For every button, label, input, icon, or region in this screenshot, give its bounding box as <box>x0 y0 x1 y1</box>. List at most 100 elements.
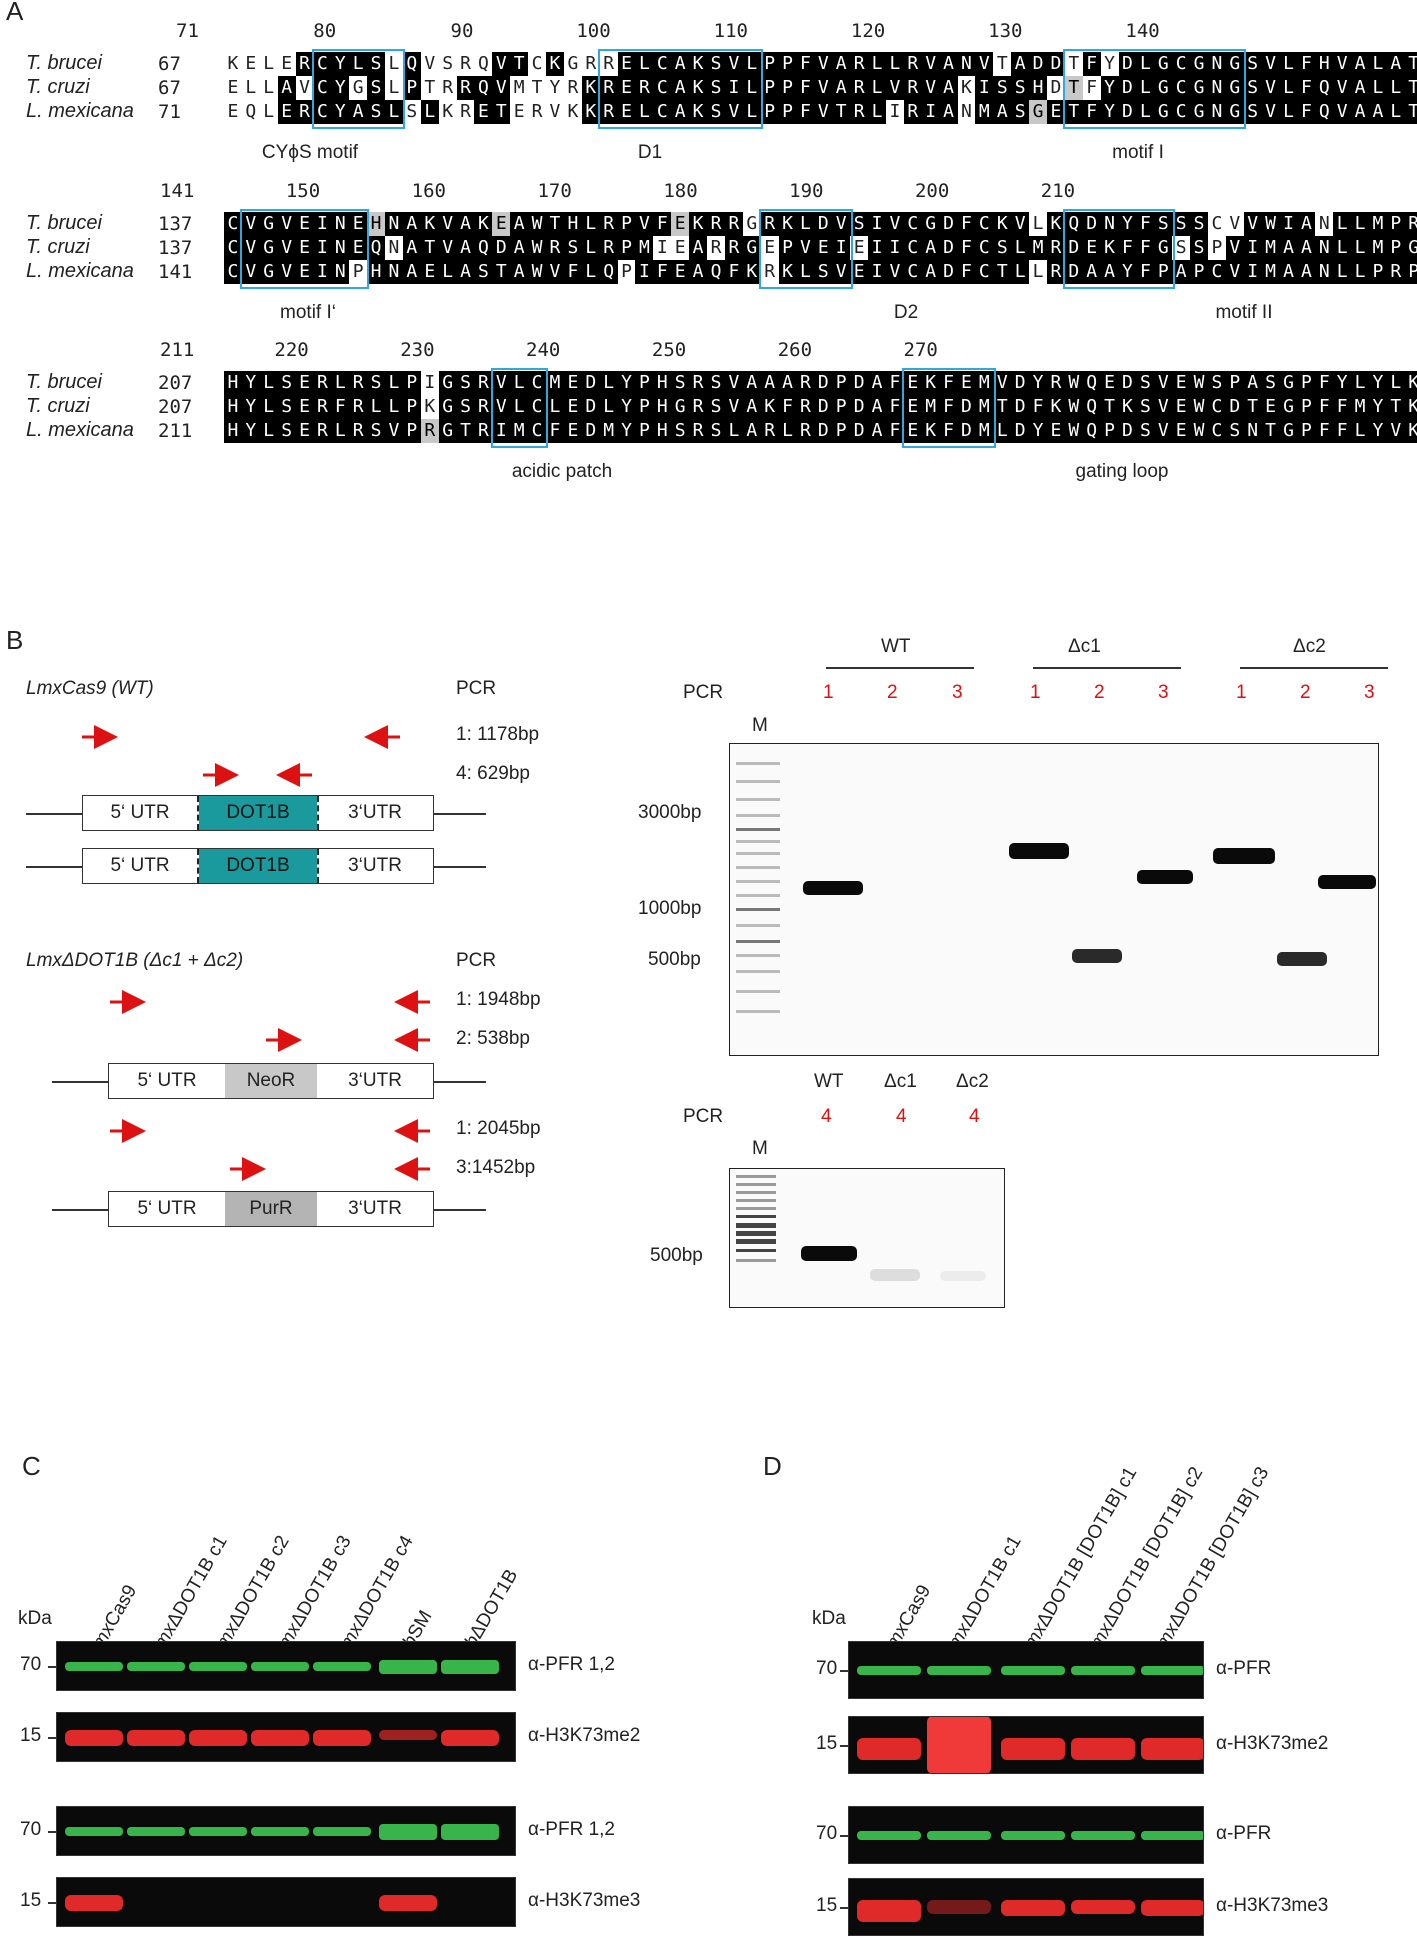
ladder-band <box>736 940 780 943</box>
histone-band <box>1001 1738 1065 1760</box>
purr-box: PurR <box>225 1192 317 1226</box>
ladder-band <box>736 954 780 957</box>
gel1-size-1000: 1000bp <box>638 898 702 919</box>
mw-marker: 15 <box>816 1895 838 1916</box>
antibody-label: α-PFR <box>1216 1823 1272 1844</box>
pfr-band <box>189 1662 247 1671</box>
motif-box <box>597 49 763 129</box>
histone-band <box>379 1895 437 1911</box>
mw-marker: 70 <box>20 1819 42 1840</box>
alignment-ruler: 141 150 160 170 180 190 200 210 <box>160 180 1076 202</box>
wt-title: LmxCas9 (WT) <box>26 678 154 699</box>
histone-band <box>65 1895 123 1911</box>
pur-allele: 5‘ UTR PurR 3‘UTR <box>108 1191 434 1227</box>
ladder-band <box>736 1183 776 1186</box>
pfr-band <box>857 1831 921 1840</box>
gel1-lane-number: 1 <box>823 682 834 703</box>
species-label: T. brucei <box>26 52 102 74</box>
ladder-band <box>736 990 780 993</box>
gel2-lane-dc2: 4 <box>969 1106 980 1127</box>
gel-band <box>1213 848 1275 864</box>
start-position: 141 <box>158 261 193 283</box>
motif-label: gating loop <box>1075 461 1169 482</box>
gel1-group-dc1: Δc1 <box>1068 636 1101 657</box>
utr5-box: 5‘ UTR <box>137 1070 197 1091</box>
ladder-band <box>736 894 780 897</box>
mw-tick <box>48 1831 56 1833</box>
histone-band <box>857 1738 921 1760</box>
antibody-label: α-H3K73me3 <box>528 1890 641 1911</box>
mw-marker: 15 <box>816 1733 838 1754</box>
histone-band <box>65 1730 123 1746</box>
pfr-band <box>189 1827 247 1836</box>
motif-box <box>239 209 370 289</box>
ladder-band <box>736 1215 776 1218</box>
histone-band <box>927 1900 991 1914</box>
ladder-band <box>736 1175 776 1178</box>
pfr-band <box>1141 1831 1203 1840</box>
species-label: L. mexicana <box>26 260 134 282</box>
motif-box <box>1063 49 1247 129</box>
blot-strip <box>56 1641 516 1691</box>
blot-strip <box>56 1806 516 1856</box>
gel1-group-dc2: Δc2 <box>1293 636 1326 657</box>
pfr-band <box>251 1827 309 1836</box>
neo-primer-arrows <box>110 990 430 1052</box>
histone-band <box>313 1730 371 1746</box>
gel-band <box>1072 949 1122 963</box>
pur-product-1: 1: 2045bp <box>456 1118 541 1139</box>
ladder-band <box>736 1223 776 1228</box>
gel1-lane-number: 2 <box>1094 682 1105 703</box>
ladder-band <box>736 852 780 855</box>
ladder-band <box>736 924 780 927</box>
pfr-band <box>1071 1666 1135 1675</box>
pfr-band <box>65 1662 123 1671</box>
antibody-label: α-PFR 1,2 <box>528 1819 616 1840</box>
motif-box <box>1063 209 1175 289</box>
pfr-band <box>1141 1666 1203 1675</box>
mw-tick <box>840 1907 848 1909</box>
pfr-band <box>127 1827 185 1836</box>
gel1-lane-number: 2 <box>1300 682 1311 703</box>
ladder-band <box>736 908 780 911</box>
histone-band <box>1071 1738 1135 1760</box>
gel1-lane-number: 2 <box>887 682 898 703</box>
utr5-box: 5‘ UTR <box>83 796 199 830</box>
utr5-box: 5‘ UTR <box>83 849 199 883</box>
motif-label: acidic patch <box>511 461 613 482</box>
ladder-band <box>736 762 780 765</box>
motif-box <box>902 368 996 448</box>
start-position: 137 <box>158 237 193 259</box>
ladder-band <box>736 1259 776 1262</box>
species-label: T. brucei <box>26 212 102 234</box>
pur-primer-arrows <box>110 1119 430 1181</box>
species-label: L. mexicana <box>26 419 134 441</box>
lane-label: LmxΔDOT1B [DOT1B] c2 <box>1081 1463 1208 1662</box>
pfr-band <box>1001 1831 1065 1840</box>
alignment-ruler: 211 220 230 240 250 260 270 <box>160 339 938 361</box>
motif-box <box>490 368 549 448</box>
pfr-band <box>441 1660 499 1674</box>
pfr-band <box>251 1662 309 1671</box>
species-label: L. mexicana <box>26 100 134 122</box>
pfr-band <box>927 1666 991 1675</box>
mw-tick <box>840 1670 848 1672</box>
species-label: T. cruzi <box>26 395 90 417</box>
gel2-size-500: 500bp <box>650 1245 703 1266</box>
start-position: 211 <box>158 420 193 442</box>
pfr-band <box>1071 1831 1135 1840</box>
pfr-band <box>313 1827 371 1836</box>
antibody-label: α-H3K73me2 <box>1216 1733 1329 1754</box>
neo-product-1: 1: 1948bp <box>456 989 541 1010</box>
histone-band <box>1141 1900 1203 1916</box>
histone-band <box>1071 1900 1135 1914</box>
gel1-lane-number: 3 <box>1158 682 1169 703</box>
gel-band <box>801 1246 857 1261</box>
ladder-band <box>736 1010 780 1013</box>
utr3-box: 3‘UTR <box>348 1070 402 1091</box>
dot1b-box: DOT1B <box>199 796 317 830</box>
gel-band <box>940 1271 986 1281</box>
ladder-band <box>736 798 780 801</box>
mw-marker: 70 <box>816 1823 838 1844</box>
